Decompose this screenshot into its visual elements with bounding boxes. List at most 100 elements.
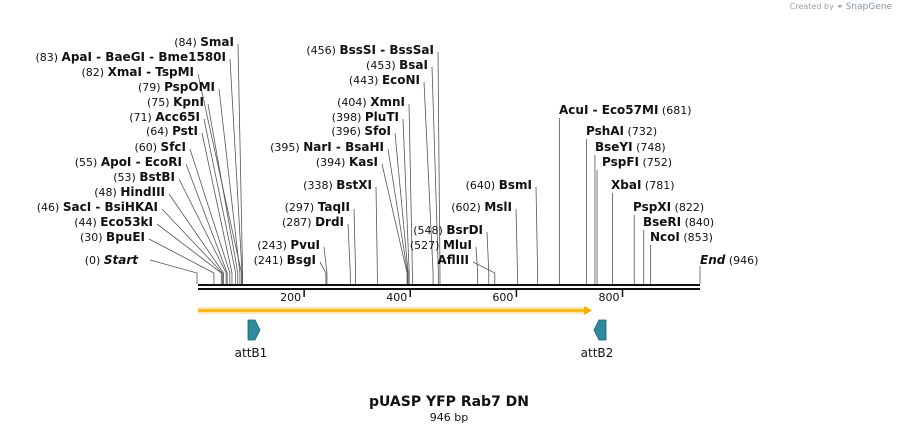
site-position: (732) — [628, 125, 658, 138]
start-label: (0) Start — [85, 253, 139, 267]
plasmid-name: pUASP YFP Rab7 DN — [368, 394, 530, 410]
restriction-site: (395) NarI - BsaHI — [270, 140, 384, 154]
restriction-site: (83) ApaI - BaeGI - Bme1580I — [35, 50, 226, 64]
start-position: (0) — [85, 254, 101, 267]
site-name: PspXI — [633, 200, 671, 214]
site-leader-line — [394, 132, 409, 284]
site-label: (64) PstI — [146, 124, 198, 138]
restriction-site: (55) ApoI - EcoRI — [75, 155, 182, 169]
feature-label-attb1: attB1 — [235, 346, 268, 360]
site-position: (752) — [642, 156, 672, 169]
site-label: (395) NarI - BsaHI — [270, 140, 384, 154]
site-name: BsmI — [499, 178, 532, 192]
site-position: (338) — [303, 179, 333, 192]
restriction-site: (548) BsrDI — [413, 223, 483, 237]
site-label: XbaI (781) — [611, 178, 675, 192]
restriction-site: NcoI (853) — [650, 230, 713, 244]
restriction-site: (53) BstBI — [113, 170, 175, 184]
site-position: (456) — [306, 44, 336, 57]
ruler-tick-label: 800 — [599, 291, 620, 304]
end-name: End — [700, 253, 726, 267]
restriction-site: (396) SfoI — [331, 124, 391, 138]
site-position: (453) — [366, 59, 396, 72]
site-name: XmaI - TspMI — [108, 65, 194, 79]
restriction-site: (243) PvuI — [257, 238, 320, 252]
site-name: SmaI — [200, 35, 234, 49]
site-leader-line — [402, 118, 410, 284]
site-label: (640) BsmI — [466, 178, 532, 192]
site-label: (84) SmaI — [174, 35, 234, 49]
site-leader-line — [475, 246, 479, 284]
ruler-tick-label: 400 — [386, 291, 407, 304]
site-position: (30) — [80, 231, 103, 244]
ruler-tick-label: 600 — [492, 291, 513, 304]
restriction-site: BseYI (748) — [595, 140, 666, 154]
site-name: ApoI - EcoRI — [101, 155, 182, 169]
snapgene-credit: Created by ⚭ SnapGene — [790, 2, 892, 12]
site-name: BpuEI — [106, 230, 145, 244]
feature-arrow-attb1-icon — [247, 319, 261, 341]
site-position: (398) — [332, 111, 362, 124]
site-labels: (30) BpuEI(44) Eco53kI (46) SacI - BsiHKA… — [35, 35, 758, 267]
site-name: BseRI — [643, 215, 681, 229]
site-position: (75) — [147, 96, 170, 109]
site-label: (394) KasI — [316, 155, 378, 169]
site-name: SfcI — [161, 140, 186, 154]
site-name: Eco53kI — [100, 215, 153, 229]
site-position: (46) — [37, 201, 60, 214]
site-label: PspXI (822) — [633, 200, 704, 214]
site-position: (53) — [113, 171, 136, 184]
site-leader-line — [189, 148, 231, 284]
site-position: (83) — [35, 51, 58, 64]
site-name: BsgI — [287, 253, 316, 267]
site-name: KasI — [349, 155, 378, 169]
site-leader-line — [237, 43, 243, 284]
site-name: AflIII — [437, 253, 469, 267]
credit-brand: SnapGene — [845, 2, 892, 12]
site-name: SacI - BsiHKAI — [63, 200, 158, 214]
site-leader-line — [375, 186, 378, 284]
feature-arrow-attb2-icon — [593, 319, 607, 341]
site-position: (48) — [94, 186, 117, 199]
site-position: (71) — [129, 111, 152, 124]
restriction-site: (398) PluTI — [332, 110, 399, 124]
site-position: (243) — [257, 239, 287, 252]
restriction-site: (394) KasI — [316, 155, 378, 169]
restriction-site: (44) Eco53kI — [74, 215, 153, 229]
site-leader-line — [319, 261, 327, 284]
credit-prefix: Created by — [789, 2, 834, 11]
site-name: PvuI — [290, 238, 320, 252]
restriction-site: (443) EcoNI — [349, 73, 420, 87]
site-leader-line — [207, 103, 239, 284]
site-label: (527) MluI — [410, 238, 472, 252]
site-name: BsrDI — [446, 223, 483, 237]
site-position: (822) — [675, 201, 705, 214]
site-leader-line — [323, 246, 328, 284]
site-label: AflIII — [437, 253, 469, 267]
site-name: EcoNI — [382, 73, 420, 87]
restriction-site: PshAI (732) — [586, 124, 657, 138]
restriction-site: (404) XmnI — [337, 95, 405, 109]
site-name: DrdI — [315, 215, 344, 229]
site-label: (82) XmaI - TspMI — [82, 65, 194, 79]
site-leader-line — [535, 186, 539, 284]
restriction-site: (640) BsmI — [466, 178, 532, 192]
site-label: (548) BsrDI — [413, 223, 483, 237]
site-label: (456) BssSI - BssSaI — [306, 43, 434, 57]
restriction-site: (75) KpnI — [147, 95, 204, 109]
site-name: BsaI — [399, 58, 428, 72]
site-position: (548) — [413, 224, 443, 237]
site-label: NcoI (853) — [650, 230, 713, 244]
site-position: (60) — [134, 141, 157, 154]
site-leader-line — [353, 208, 357, 284]
restriction-site: (64) PstI — [146, 124, 198, 138]
site-leader-line — [408, 103, 413, 284]
feature-label-attb2: attB2 — [581, 346, 614, 360]
site-name: BssSI - BssSaI — [339, 43, 434, 57]
start-marker: (0) Start — [85, 253, 139, 267]
site-leader-line — [437, 51, 441, 284]
site-name: NcoI — [650, 230, 680, 244]
restriction-site: (241) BsgI — [254, 253, 316, 267]
